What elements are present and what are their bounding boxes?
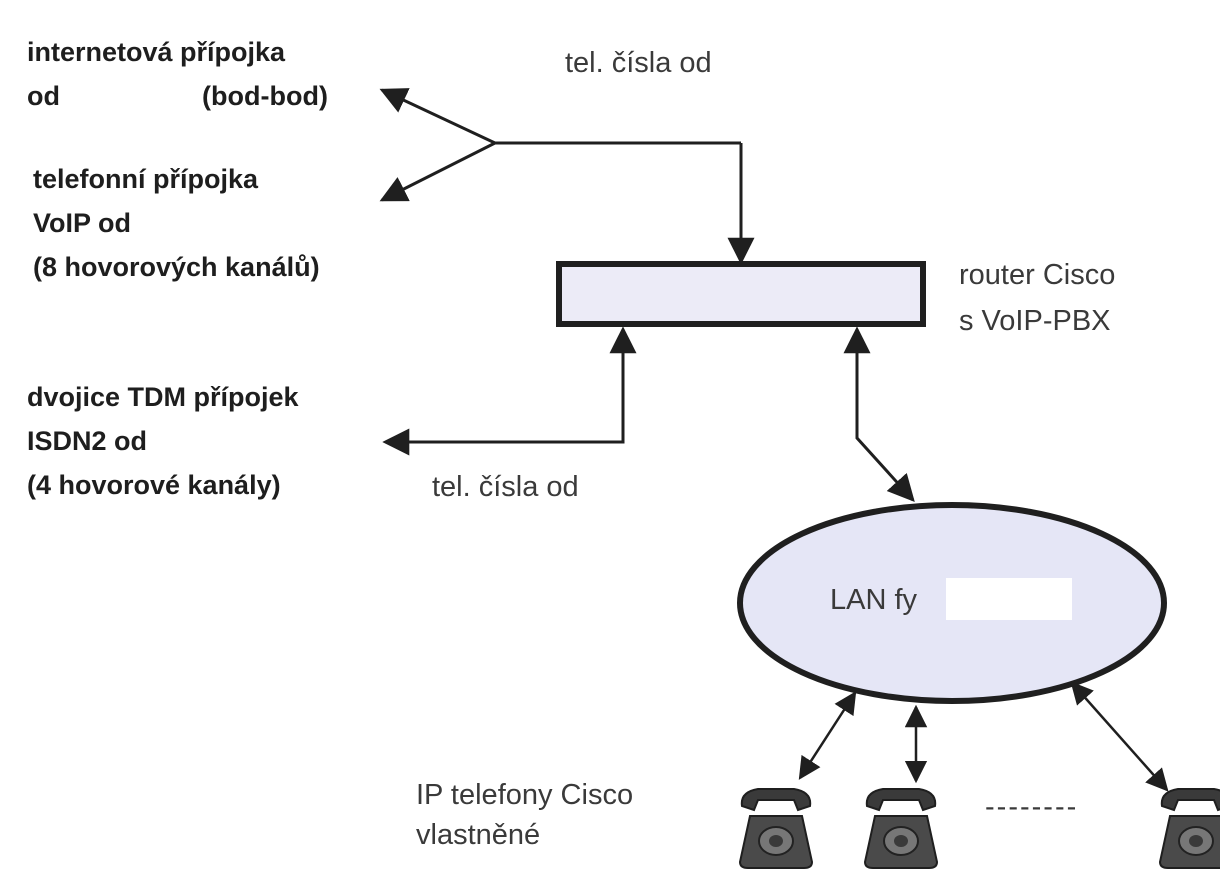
phones-ellipsis: -------- bbox=[985, 791, 1079, 823]
connector-lan-to-phone-n bbox=[1070, 681, 1169, 792]
router-box bbox=[556, 261, 926, 327]
connector-router-to-lan bbox=[843, 326, 915, 503]
redacted-box bbox=[946, 578, 1072, 620]
internet-connection-type: (bod-bod) bbox=[202, 81, 328, 111]
phone-icon bbox=[864, 788, 938, 869]
ip-phones-label: IP telefony Cisco bbox=[416, 779, 634, 811]
isdn-connection-channels: (4 hovorové kanály) bbox=[27, 470, 281, 500]
voip-connection-label: telefonní přípojka bbox=[33, 164, 259, 194]
tel-numbers-bottom-label: tel. čísla od bbox=[432, 471, 579, 503]
connector-router-to-isdn bbox=[382, 326, 637, 456]
connector-lan-to-phone-1 bbox=[798, 691, 857, 780]
connector-junction-to-internet bbox=[379, 88, 496, 145]
voip-connection-provider: VoIP od bbox=[33, 208, 132, 238]
internet-connection-label: internetová přípojka bbox=[27, 37, 286, 67]
isdn-connection-label: dvojice TDM přípojek bbox=[27, 382, 299, 412]
lan-label: LAN fy bbox=[830, 584, 918, 616]
internet-connection-od: od bbox=[27, 81, 60, 111]
phone-icon bbox=[739, 788, 813, 869]
isdn-connection-provider: ISDN2 od bbox=[27, 426, 148, 456]
router-label: router Cisco bbox=[959, 259, 1116, 291]
connector-junction-to-voip bbox=[379, 141, 496, 202]
ip-phones-owned-label: vlastněné bbox=[416, 819, 541, 851]
voip-connection-channels: (8 hovorových kanálů) bbox=[33, 252, 320, 282]
tel-numbers-top-label: tel. čísla od bbox=[565, 47, 712, 79]
phone-icon bbox=[1159, 788, 1220, 869]
router-pbx-label: s VoIP-PBX bbox=[959, 305, 1111, 337]
